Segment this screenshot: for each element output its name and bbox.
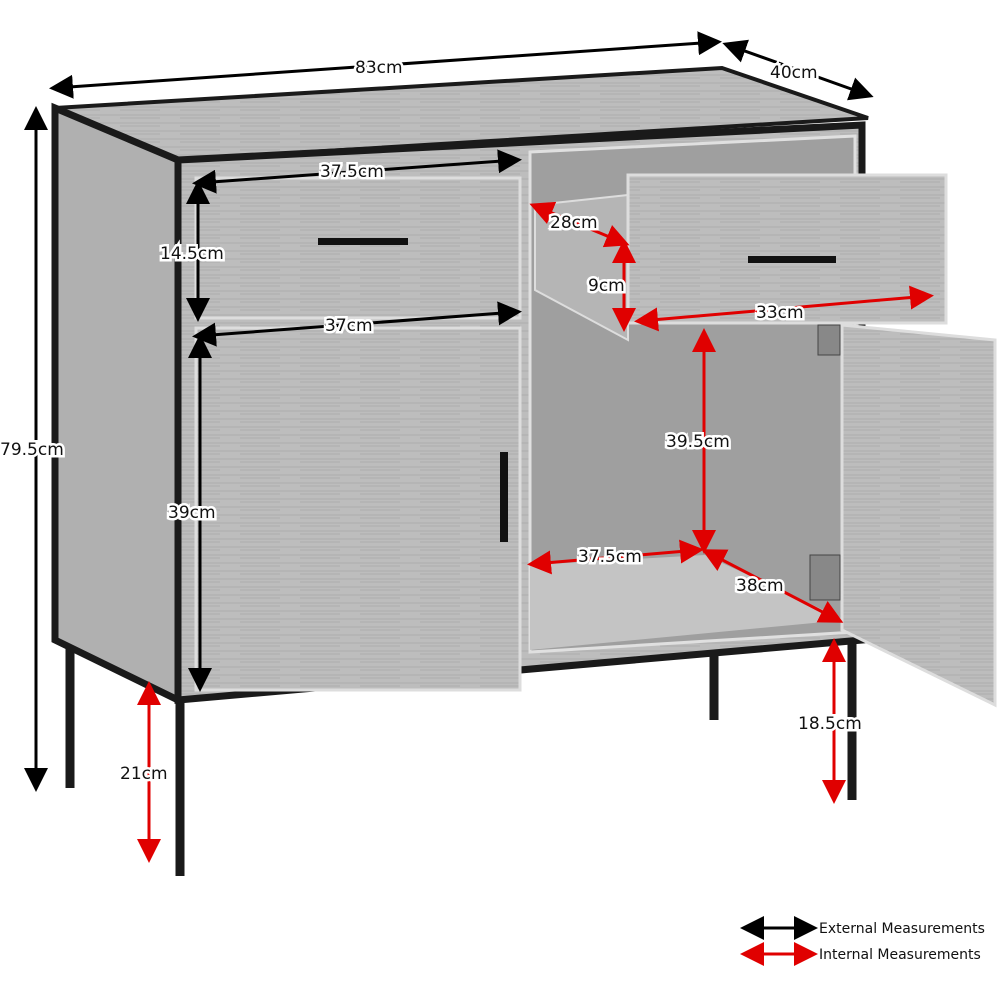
label-compartment-height: 39.5cm	[666, 432, 730, 452]
legend-external: External Measurements	[819, 921, 985, 937]
door-handle	[500, 452, 508, 542]
label-drawer-inner-width: 33cm	[756, 303, 804, 323]
legs	[65, 630, 857, 876]
label-drawer-width: 37.5cm	[320, 162, 384, 182]
open-door	[840, 323, 997, 708]
label-door-width: 37cm	[325, 316, 373, 336]
external-arrows	[24, 31, 874, 792]
label-compartment-depth: 38cm	[736, 576, 784, 596]
label-door-height: 39cm	[168, 503, 216, 523]
legend: External Measurements Internal Measureme…	[740, 916, 985, 966]
label-depth: 40cm	[770, 63, 818, 83]
internal-arrows	[137, 201, 934, 863]
open-drawer-handle	[748, 256, 836, 263]
hinge-icon	[817, 324, 841, 356]
left-drawer	[194, 176, 522, 320]
label-leg-height: 21cm	[120, 764, 168, 784]
label-clearance: 18.5cm	[798, 714, 862, 734]
drawer-handle	[318, 238, 408, 245]
compartment-floor	[530, 555, 845, 650]
label-compartment-width: 37.5cm	[578, 547, 642, 567]
label-drawer-depth: 28cm	[550, 213, 598, 233]
left-door	[194, 326, 522, 692]
legend-internal: Internal Measurements	[819, 947, 981, 963]
label-height: 79.5cm	[0, 440, 64, 460]
label-drawer-inner-height: 9cm	[588, 276, 625, 296]
open-drawer-front	[626, 173, 948, 325]
hinge-icon	[809, 554, 841, 601]
label-width: 83cm	[355, 58, 403, 78]
cabinet-side	[51, 102, 182, 706]
label-drawer-height: 14.5cm	[160, 244, 224, 264]
